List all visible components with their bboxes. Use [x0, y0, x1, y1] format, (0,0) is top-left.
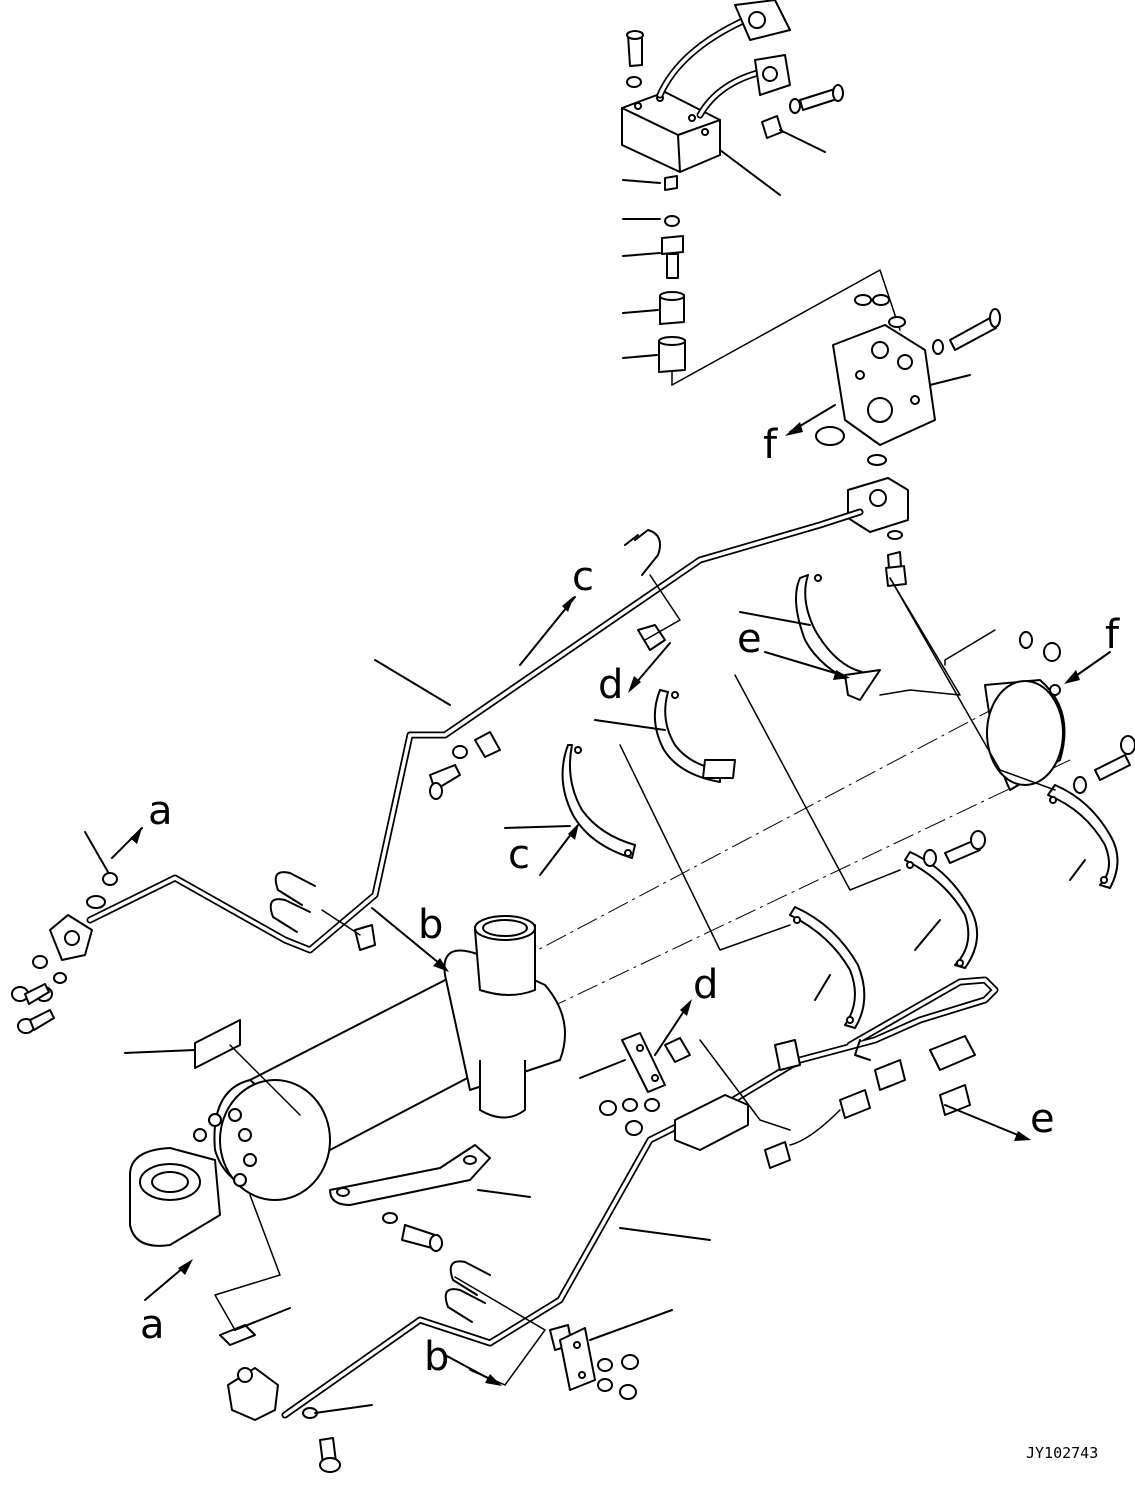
manifold-block — [815, 294, 1001, 587]
valve-block-assembly — [621, 0, 901, 386]
callout-c-lower: c — [508, 832, 530, 878]
callout-f-upper: f — [763, 422, 778, 468]
hydraulic-cylinder — [129, 679, 1071, 1247]
drawing-code: JY102743 — [1026, 1444, 1098, 1462]
callout-f-right: f — [1105, 612, 1120, 658]
callout-b-lower: b — [424, 1334, 449, 1380]
lower-hydraulic-pipe — [194, 976, 999, 1473]
callout-d-lower: d — [693, 962, 718, 1008]
callout-c-upper: c — [572, 554, 594, 600]
callout-d-upper: d — [598, 662, 623, 708]
callout-b-upper: b — [418, 902, 443, 948]
callout-e-upper: e — [737, 616, 762, 662]
callout-labels: f f c c d d e e a a b b JY102743 — [140, 422, 1120, 1462]
leader-lines — [84, 129, 1086, 1414]
upper-hydraulic-pipe — [11, 508, 864, 1034]
callout-a-lower: a — [140, 1302, 165, 1348]
callout-a-upper: a — [148, 788, 173, 834]
callout-e-lower: e — [1030, 1096, 1055, 1142]
pipe-clamps — [561, 574, 1135, 1029]
callout-arrows — [111, 404, 1111, 1386]
